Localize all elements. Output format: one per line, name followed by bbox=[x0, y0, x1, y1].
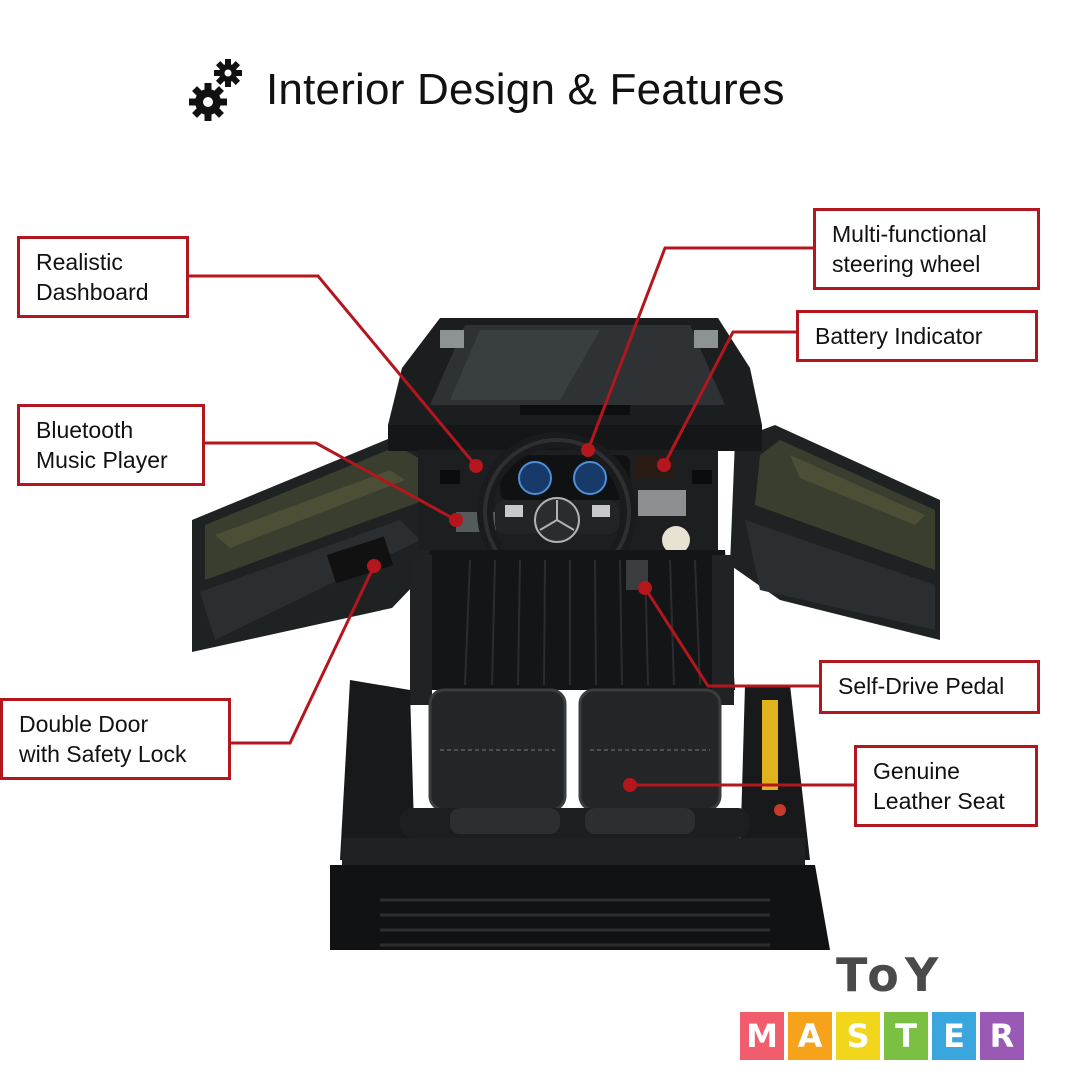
rear-deck bbox=[330, 838, 830, 950]
label-multi-functional-steering-wheel: Multi-functional steering wheel bbox=[813, 208, 1040, 290]
logo-tile: E bbox=[932, 1012, 976, 1060]
label-double-door-safety-lock: Double Door with Safety Lock bbox=[0, 698, 231, 780]
logo-tile: R bbox=[980, 1012, 1024, 1060]
label-self-drive-pedal: Self-Drive Pedal bbox=[819, 660, 1040, 714]
logo-master-tiles: M A S T E R bbox=[740, 1012, 1024, 1060]
page-title: Interior Design & Features bbox=[266, 65, 785, 114]
cabin-floor bbox=[410, 550, 735, 705]
leather-seat bbox=[400, 688, 750, 838]
callout-dots bbox=[367, 443, 671, 792]
car-hood bbox=[388, 318, 762, 451]
label-realistic-dashboard: Realistic Dashboard bbox=[17, 236, 189, 318]
logo-toy-text: ToY bbox=[836, 948, 945, 1002]
label-genuine-leather-seat: Genuine Leather Seat bbox=[854, 745, 1038, 827]
right-door bbox=[730, 425, 940, 640]
side-panels bbox=[340, 680, 810, 860]
left-door bbox=[192, 432, 438, 652]
page-header: Interior Design & Features bbox=[188, 56, 785, 124]
steering-wheel bbox=[477, 432, 637, 592]
logo-tile: M bbox=[740, 1012, 784, 1060]
car-dashboard bbox=[418, 450, 718, 554]
logo-tile: S bbox=[836, 1012, 880, 1060]
label-battery-indicator: Battery Indicator bbox=[796, 310, 1038, 362]
logo-tile: A bbox=[788, 1012, 832, 1060]
callout-lines bbox=[188, 246, 855, 787]
logo-tile: T bbox=[884, 1012, 928, 1060]
gears-icon bbox=[189, 59, 242, 121]
toy-master-logo: ToY M A S T E R bbox=[740, 948, 1040, 1066]
label-bluetooth-music-player: Bluetooth Music Player bbox=[17, 404, 205, 486]
